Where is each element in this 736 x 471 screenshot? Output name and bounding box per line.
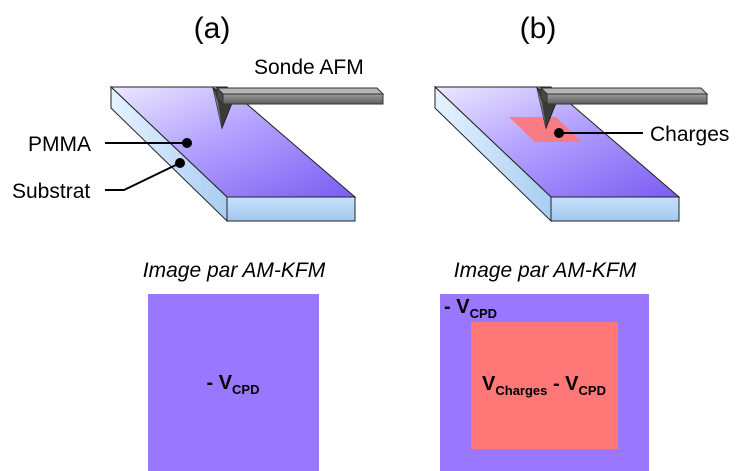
- cantilever-top-b: [539, 87, 709, 95]
- afm-probe-a: [212, 86, 385, 130]
- sample-b: [433, 85, 681, 223]
- pmma-label: PMMA: [28, 133, 91, 156]
- charges-label: Charges: [650, 123, 729, 146]
- vcharges-minus-vcpd-label: VCharges - VCPD: [482, 373, 606, 398]
- charge-region-map: [471, 322, 618, 449]
- sample-a: [109, 85, 357, 223]
- afm-tip-shade-a: [213, 88, 222, 128]
- afm-probe-b: [536, 86, 709, 130]
- vcpd-label-a: - VCPD: [206, 372, 259, 397]
- charges-callout: Charges: [554, 123, 729, 146]
- panel-a: (a) Sonde AFM PMMA Substrat Image par AM…: [12, 12, 385, 471]
- substrate-front-b: [550, 196, 680, 222]
- kfm-map-a: [148, 294, 319, 471]
- panel-b: (b) Charges Image par AM-KFM - VCPD VCha…: [433, 12, 729, 471]
- substrate-callout: Substrat: [12, 158, 185, 203]
- cantilever-top-a: [215, 87, 385, 95]
- caption-b: Image par AM-KFM: [454, 259, 637, 282]
- cantilever-end-a: [216, 86, 224, 106]
- afm-tip-shade-b: [537, 88, 546, 128]
- cantilever-front-a: [222, 93, 384, 105]
- caption-a: Image par AM-KFM: [143, 259, 326, 282]
- substrate-marker-dot: [175, 158, 185, 168]
- panel-a-label: (a): [194, 12, 231, 45]
- cantilever-front-b: [546, 93, 708, 105]
- substrate-front-a: [226, 196, 356, 222]
- pmma-marker-dot: [182, 138, 192, 148]
- substrate-leader-line: [105, 162, 181, 191]
- pmma-callout: PMMA: [28, 133, 192, 156]
- vcpd-label-b: - VCPD: [444, 296, 497, 321]
- probe-label: Sonde AFM: [254, 56, 364, 79]
- cantilever-end-b: [540, 86, 548, 106]
- panel-b-label: (b): [520, 12, 557, 45]
- charge-region-3d: [509, 117, 582, 142]
- substrate-label: Substrat: [12, 180, 90, 203]
